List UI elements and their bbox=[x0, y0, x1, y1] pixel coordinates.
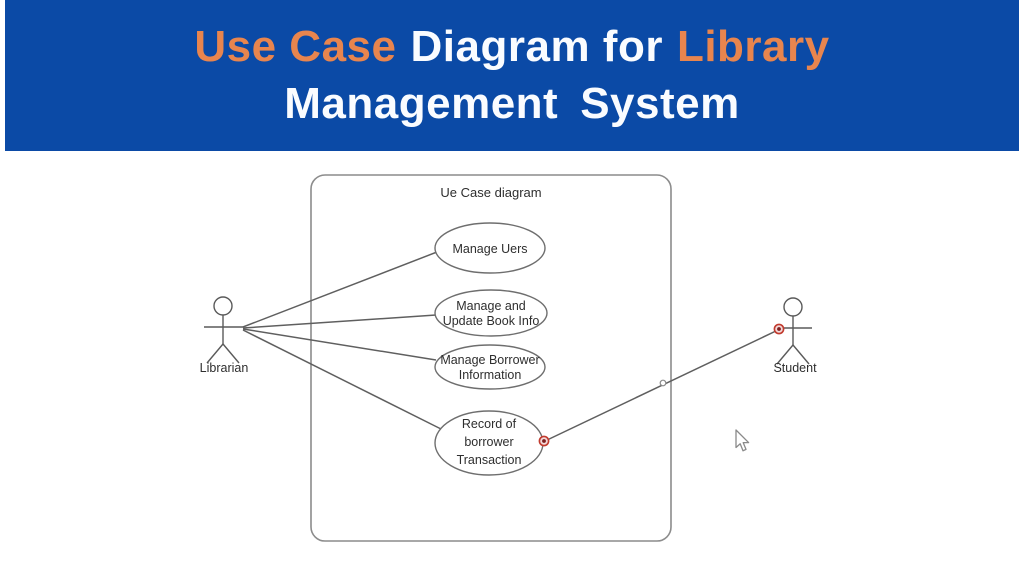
usecase-ellipse[interactable] bbox=[434, 289, 548, 337]
student-head-icon bbox=[783, 297, 803, 317]
usecase-manage-borrower-information[interactable]: Manage Borrower Information bbox=[434, 344, 546, 390]
librarian-head-icon bbox=[213, 296, 233, 316]
usecase-label-line1: Manage Borrower bbox=[440, 353, 539, 367]
student-label: Student bbox=[773, 361, 817, 375]
usecase-label-line1: Manage and bbox=[456, 299, 526, 313]
librarian-left-leg bbox=[206, 343, 224, 364]
usecase-label-line3: Transaction bbox=[457, 453, 522, 467]
banner-line-2: Management System bbox=[284, 79, 740, 128]
actor-student[interactable]: Student bbox=[773, 297, 817, 375]
banner-text-use-case: Use Case bbox=[194, 21, 397, 71]
librarian-right-leg bbox=[222, 343, 240, 364]
association-librarian-record-transaction[interactable] bbox=[242, 329, 442, 430]
usecase-record-borrower-transaction[interactable]: Record of borrower Transaction bbox=[434, 410, 544, 476]
title-banner: Use Case Diagram for Library Management … bbox=[5, 0, 1019, 151]
usecase-label-line2: Update Book Info bbox=[443, 314, 540, 328]
usecase-label: Manage Uers bbox=[452, 242, 527, 256]
association-librarian-borrower-information[interactable] bbox=[242, 328, 437, 361]
usecase-ellipse[interactable] bbox=[434, 344, 546, 390]
banner-text-system: System bbox=[580, 79, 740, 128]
usecase-ellipse[interactable] bbox=[434, 222, 546, 274]
endpoint-marker-ellipse-side[interactable] bbox=[538, 435, 550, 447]
student-left-leg bbox=[776, 344, 794, 365]
mouse-cursor-icon bbox=[735, 429, 750, 452]
system-boundary-title: Ue Case diagram bbox=[440, 185, 541, 200]
banner-text-management: Management bbox=[284, 79, 559, 128]
association-librarian-manage-users[interactable] bbox=[242, 251, 438, 328]
usecase-label-line1: Record of bbox=[462, 417, 517, 431]
librarian-label: Librarian bbox=[200, 361, 249, 375]
usecase-manage-users[interactable]: Manage Uers bbox=[434, 222, 546, 274]
banner-text-library: Library bbox=[676, 21, 830, 71]
banner-line-1: Use Case Diagram for Library bbox=[194, 21, 830, 71]
banner-text-diagram-for: Diagram for bbox=[410, 21, 663, 71]
usecase-manage-update-book-info[interactable]: Manage and Update Book Info bbox=[434, 289, 548, 337]
usecase-label-line2: Information bbox=[459, 368, 522, 382]
student-right-leg bbox=[792, 344, 810, 365]
endpoint-marker-student-side[interactable] bbox=[773, 323, 785, 335]
association-librarian-update-book-info[interactable] bbox=[242, 314, 437, 329]
actor-librarian[interactable]: Librarian bbox=[200, 296, 249, 375]
boundary-crossing-node[interactable] bbox=[659, 379, 667, 387]
usecase-label-line2: borrower bbox=[464, 435, 513, 449]
